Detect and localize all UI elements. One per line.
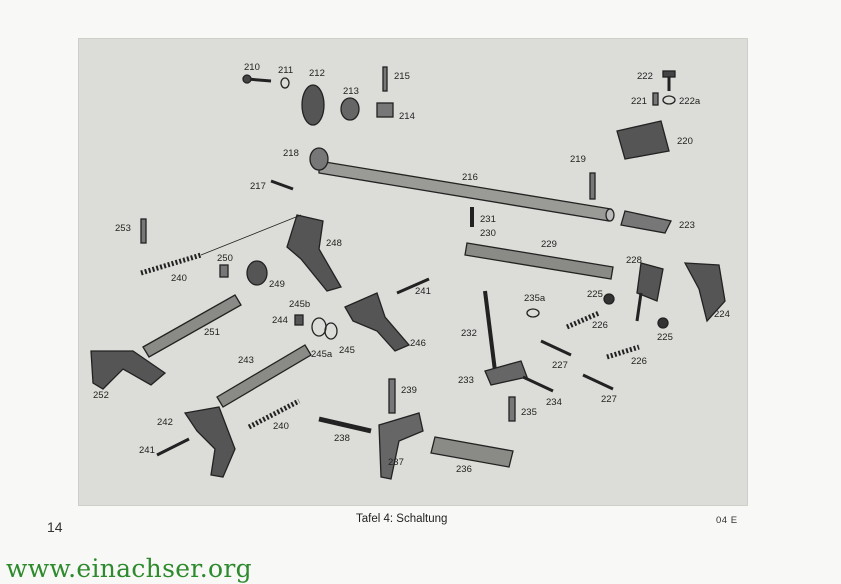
part-label: 210 — [244, 62, 260, 73]
part-label: 218 — [283, 148, 299, 159]
part-label: 245b — [289, 299, 310, 310]
part-label: 251 — [204, 327, 220, 338]
part-label: 217 — [250, 181, 266, 192]
part-number-labels: 210 211 212 213 215 214 222 221 222a 220… — [93, 62, 730, 475]
part-label: 246 — [410, 338, 426, 349]
part-label: 239 — [401, 385, 417, 396]
part-label: 223 — [679, 220, 695, 231]
part-label: 219 — [570, 154, 586, 165]
part-label: 245a — [311, 349, 333, 360]
part-label: 226 — [631, 356, 647, 367]
part-label: 214 — [399, 111, 415, 122]
part-label: 240 — [273, 421, 289, 432]
exploded-parts-diagram: 210 211 212 213 215 214 222 221 222a 220… — [78, 38, 748, 506]
part-label: 213 — [343, 86, 359, 97]
plate-caption: Tafel 4: Schaltung — [356, 513, 448, 525]
part-label: 232 — [461, 328, 477, 339]
part-label: 228 — [626, 255, 642, 266]
part-label: 235 — [521, 407, 537, 418]
part-label: 230 — [480, 228, 496, 239]
part-label: 238 — [334, 433, 350, 444]
part-label: 222a — [679, 96, 701, 107]
part-label: 226 — [592, 320, 608, 331]
part-label: 235a — [524, 293, 546, 304]
page-number: 14 — [47, 519, 63, 535]
part-label: 215 — [394, 71, 410, 82]
part-label: 234 — [546, 397, 562, 408]
part-label: 224 — [714, 309, 730, 320]
part-label: 242 — [157, 417, 173, 428]
website-watermark: www.einachser.org — [6, 554, 252, 583]
part-label: 248 — [326, 238, 342, 249]
part-label: 241 — [139, 445, 155, 456]
part-label: 229 — [541, 239, 557, 250]
part-label: 227 — [601, 394, 617, 405]
part-label: 227 — [552, 360, 568, 371]
part-label: 211 — [278, 65, 293, 76]
part-label: 222 — [637, 71, 653, 82]
part-label: 241 — [415, 286, 431, 297]
part-label: 252 — [93, 390, 109, 401]
part-label: 237 — [388, 457, 404, 468]
plate-code: 04 E — [716, 515, 738, 526]
part-label: 221 — [631, 96, 647, 107]
part-label: 249 — [269, 279, 285, 290]
part-label: 225 — [587, 289, 603, 300]
part-label: 243 — [238, 355, 254, 366]
part-label: 244 — [272, 315, 288, 326]
part-label: 212 — [309, 68, 325, 79]
part-label: 233 — [458, 375, 474, 386]
part-label: 225 — [657, 332, 673, 343]
part-label: 236 — [456, 464, 472, 475]
part-label: 245 — [339, 345, 355, 356]
part-label: 253 — [115, 223, 131, 234]
parts-drawing: 210 211 212 213 215 214 222 221 222a 220… — [90, 62, 730, 480]
part-label: 240 — [171, 273, 187, 284]
part-label: 216 — [462, 172, 478, 183]
part-label: 250 — [217, 253, 233, 264]
part-label: 231 — [480, 214, 496, 225]
part-label: 220 — [677, 136, 693, 147]
